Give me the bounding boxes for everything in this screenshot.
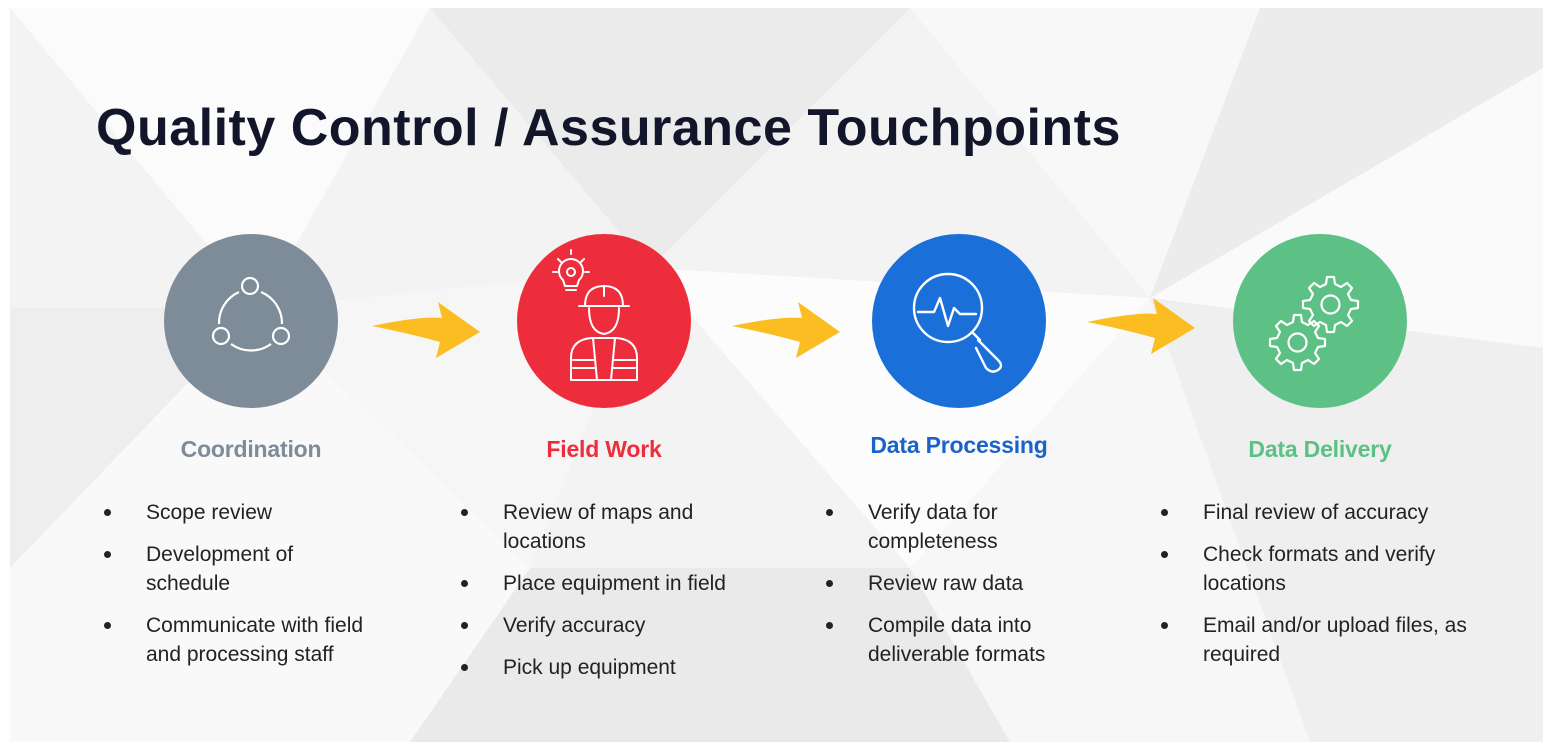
gears-icon [1268, 275, 1360, 372]
list-item: Compile data into deliverable formats [820, 611, 1118, 669]
step-label: Data Processing [870, 432, 1048, 458]
bullet-icon [1161, 622, 1168, 629]
step-label: Data Delivery [1248, 436, 1392, 462]
network-nodes-icon [211, 276, 291, 352]
step-label: Field Work [546, 436, 662, 462]
step-circle [1233, 234, 1407, 408]
bullet-icon [461, 622, 468, 629]
list-item: Verify data for completeness [820, 498, 1078, 556]
step-circle [517, 234, 691, 408]
bullet-icon [826, 580, 833, 587]
bullet-icon [104, 509, 111, 516]
bullet-icon [826, 509, 833, 516]
list-item: Place equipment in field [455, 569, 803, 598]
bullet-icon [1161, 551, 1168, 558]
page-title: Quality Control / Assurance Touchpoints [96, 99, 1121, 157]
field-worker-icon [552, 249, 638, 381]
list-item: Final review of accuracy [1155, 498, 1533, 527]
bullet-icon [461, 664, 468, 671]
bullet-icon [104, 551, 111, 558]
slide: Quality Control / Assurance Touchpoints … [10, 8, 1543, 742]
bullet-list: Review of maps and locations Place equip… [455, 498, 755, 695]
bullet-icon [104, 622, 111, 629]
bullet-icon [461, 509, 468, 516]
step-label: Coordination [180, 436, 322, 462]
bullet-list: Scope review Development of schedule Com… [98, 498, 398, 682]
step-circle [872, 234, 1046, 408]
step-circle [164, 234, 338, 408]
list-item: Pick up equipment [455, 653, 755, 682]
magnifier-pulse-icon [912, 272, 1003, 373]
list-item: Communicate with field and processing st… [98, 611, 396, 669]
bullet-list: Final review of accuracy Check formats a… [1155, 498, 1467, 682]
bullet-list: Verify data for completeness Review raw … [820, 498, 1120, 682]
bullet-icon [461, 580, 468, 587]
arrow-right-icon [1087, 298, 1195, 354]
bullet-icon [826, 622, 833, 629]
list-item: Review of maps and locations [455, 498, 757, 556]
list-item: Review raw data [820, 569, 1120, 598]
list-item: Scope review [98, 498, 398, 527]
bullet-icon [1161, 509, 1168, 516]
list-item: Verify accuracy [455, 611, 755, 640]
arrow-right-icon [372, 302, 480, 358]
list-item: Check formats and verify locations [1155, 540, 1503, 598]
list-item: Development of schedule [98, 540, 342, 598]
list-item: Email and/or upload files, as required [1155, 611, 1503, 669]
arrow-right-icon [732, 302, 840, 358]
